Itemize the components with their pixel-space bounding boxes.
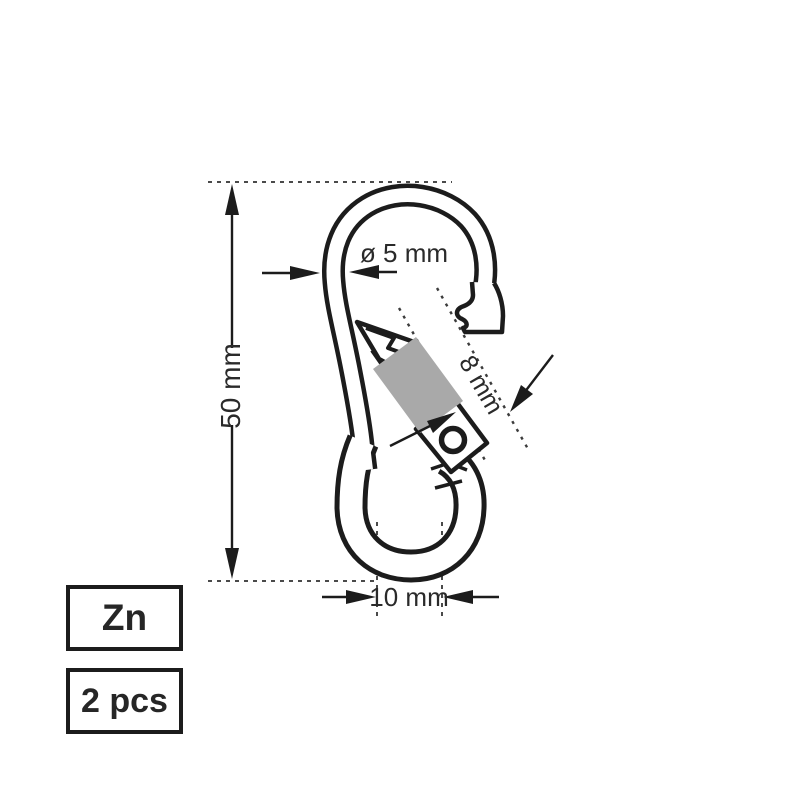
- material-badge: Zn: [66, 585, 183, 651]
- rivet-hole: [438, 425, 468, 455]
- arrow-left: [349, 265, 379, 279]
- arrow-left: [443, 590, 473, 604]
- arrow-right: [346, 590, 376, 604]
- wire-diameter-label: ø 5 mm: [360, 238, 448, 268]
- height-dimension-label: 50 mm: [215, 343, 246, 429]
- arrow-up-right: [427, 412, 456, 433]
- quantity-badge: 2 pcs: [66, 668, 183, 734]
- wire-diameter-dimension: ø 5 mm: [262, 238, 448, 280]
- arrow-down: [225, 548, 239, 579]
- height-dimension: 50 mm: [208, 181, 452, 582]
- nose-outline: [454, 281, 506, 335]
- arrow-right: [290, 266, 320, 280]
- material-badge-label: Zn: [101, 597, 148, 638]
- quantity-badge-label: 2 pcs: [81, 681, 168, 720]
- carabiner-body: [321, 183, 506, 583]
- arrow-up: [225, 184, 239, 215]
- nose-fill: [456, 282, 503, 332]
- spring-gate: [354, 319, 490, 475]
- eye-width-label: 10 mm: [369, 582, 448, 612]
- gate-reference-dotted-lines: [397, 287, 530, 463]
- spring-sleeve: [373, 337, 463, 433]
- arrow-down-left: [510, 385, 533, 412]
- eye-width-dimension: 10 mm: [322, 582, 499, 612]
